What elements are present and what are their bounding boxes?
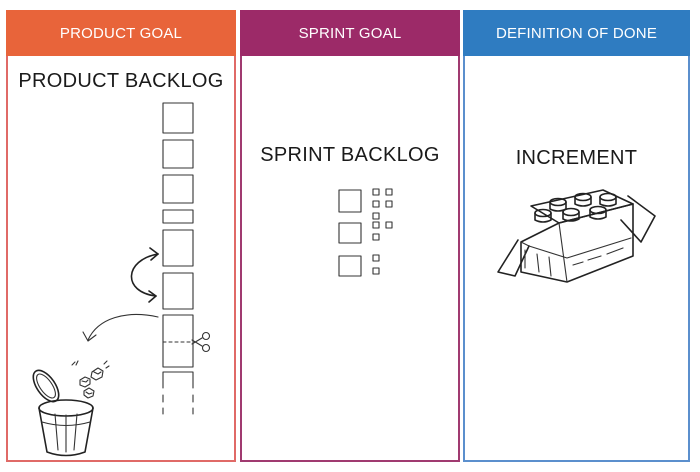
sprint-backlog-illustration: [338, 188, 393, 277]
product-backlog-title: PRODUCT BACKLOG: [18, 70, 224, 92]
backlog-item-stack: [162, 102, 194, 415]
sprint-goal-header: SPRINT GOAL: [240, 10, 460, 56]
brick-stud: [562, 207, 580, 222]
scissors-icon: [191, 331, 211, 353]
backlog-item-being-cut: [162, 314, 194, 368]
crumpled-paper-icon: [71, 360, 110, 399]
product-goal-label: PRODUCT GOAL: [59, 24, 183, 42]
backlog-item: [162, 139, 194, 169]
increment-title: INCREMENT: [515, 147, 638, 169]
done-panel: DEFINITION OF DONE INCREMENT: [463, 10, 690, 462]
backlog-item: [162, 272, 194, 310]
brick-stud: [589, 205, 607, 220]
sprint-goal-label: SPRINT GOAL: [298, 24, 402, 42]
product-goal-header: PRODUCT GOAL: [6, 10, 236, 56]
sprint-panel: SPRINT GOAL SPRINT BACKLOG: [240, 10, 460, 462]
definition-of-done-header: DEFINITION OF DONE: [463, 10, 690, 56]
brick-stud: [534, 208, 552, 223]
brick-stud: [574, 192, 592, 207]
definition-of-done-label: DEFINITION OF DONE: [495, 24, 658, 42]
sprint-item-icon: [338, 189, 362, 277]
backlog-item: [162, 102, 194, 134]
reorder-arrow-icon: [130, 247, 159, 303]
backlog-item: [162, 174, 194, 204]
increment-box-icon: [497, 189, 656, 283]
trash-can-icon: [32, 369, 94, 457]
increment-illustration: [497, 189, 656, 283]
sprint-backlog-title: SPRINT BACKLOG: [260, 144, 440, 166]
discard-arrow-icon: [82, 314, 159, 342]
task-icon: [372, 188, 393, 275]
backlog-item: [162, 229, 194, 267]
backlog-item: [162, 209, 194, 224]
brick-stud: [599, 192, 617, 207]
product-panel: PRODUCT GOAL PRODUCT BACKLOG: [6, 10, 236, 462]
product-backlog-illustration: [32, 102, 211, 457]
